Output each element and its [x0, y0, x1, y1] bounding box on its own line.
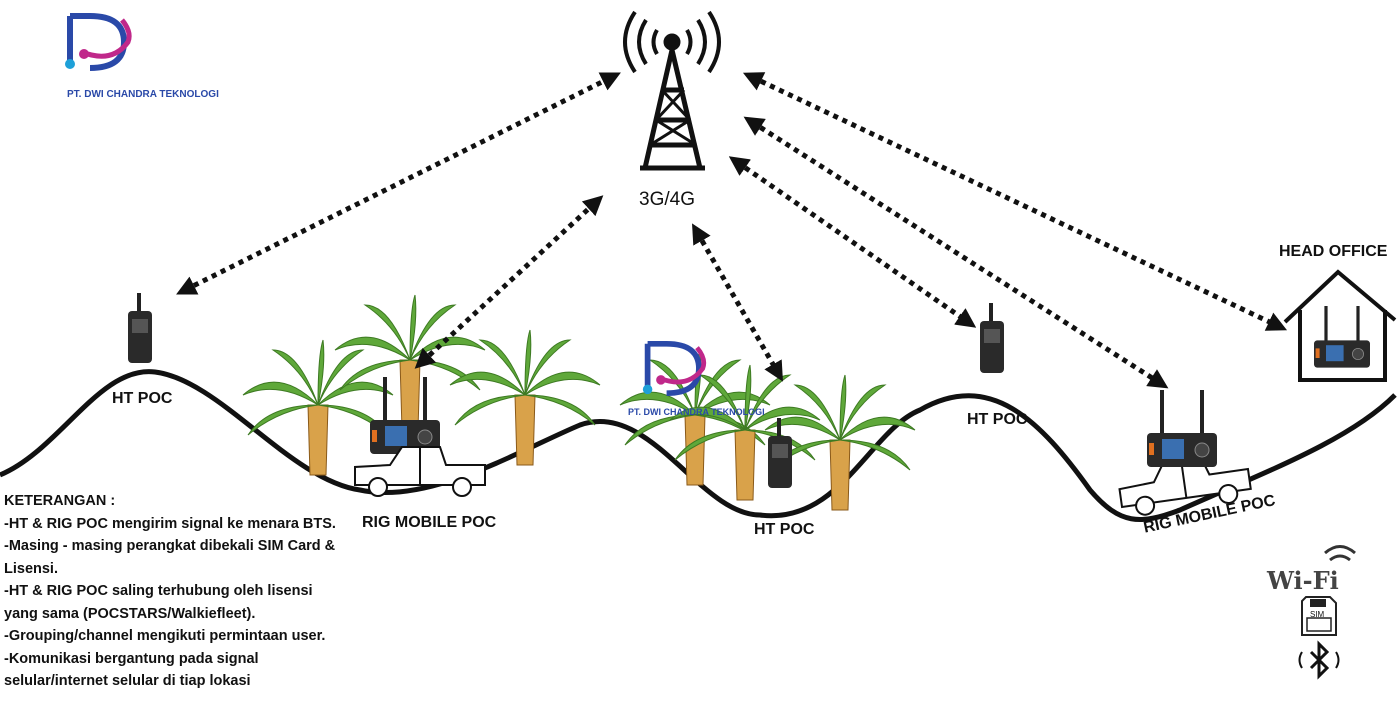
- palm-tree: [334, 294, 486, 431]
- cell-tower-icon: [623, 10, 721, 171]
- node-label-ht-poc: HT POC: [112, 390, 173, 407]
- legend-line: -HT & RIG POC mengirim signal ke menara …: [4, 515, 336, 532]
- legend-title: KETERANGAN :: [4, 493, 116, 509]
- legend: KETERANGAN : -HT & RIG POC mengirim sign…: [4, 490, 336, 693]
- terrain-line: [0, 369, 1397, 522]
- signal-link: [743, 116, 1169, 389]
- palm-tree: [449, 329, 601, 466]
- legend-line: -Komunikasi bergantung pada signal: [4, 650, 259, 667]
- sim-label: SIM: [1310, 610, 1325, 619]
- node-label-ht-poc: HT POC: [754, 521, 815, 538]
- wifi-label: Wi-Fi: [1267, 566, 1339, 595]
- signal-link: [692, 223, 783, 382]
- sim-card-icon: [1301, 596, 1337, 636]
- company-logo: [642, 340, 707, 397]
- legend-line: -Grouping/channel mengikuti permintaan u…: [4, 628, 326, 644]
- head-office-icon: [1283, 269, 1397, 382]
- tower-label: 3G/4G: [639, 189, 695, 210]
- wifi-icon: [1324, 545, 1356, 562]
- ht-radio-icon: [980, 303, 1004, 373]
- signal-link: [176, 72, 621, 295]
- ht-radio-icon: [128, 293, 152, 363]
- node-label-ht-poc: HT POC: [967, 411, 1028, 428]
- legend-line: yang sama (POCSTARS/Walkiefleet).: [4, 605, 256, 622]
- company-logo: [65, 13, 132, 71]
- ht-radio-icon: [768, 418, 792, 488]
- node-label-head-office: HEAD OFFICE: [1279, 243, 1388, 260]
- legend-line: -HT & RIG POC saling terhubung oleh lise…: [4, 583, 313, 599]
- signal-link: [742, 72, 1288, 331]
- company-name-watermark: PT. DWI CHANDRA TEKNOLOGI: [628, 407, 765, 417]
- legend-line: -Masing - masing perangkat dibekali SIM …: [4, 538, 336, 554]
- palm-tree: [242, 339, 394, 476]
- rig-mobile-icon: [1146, 389, 1218, 468]
- company-name: PT. DWI CHANDRA TEKNOLOGI: [67, 89, 219, 100]
- signal-link: [728, 156, 977, 328]
- legend-line: Lisensi.: [4, 560, 58, 577]
- legend-line: selular/internet selular di tiap lokasi: [4, 673, 251, 689]
- node-label-rig-mobile: RIG MOBILE POC: [362, 514, 497, 531]
- rig-base-icon: [1313, 305, 1371, 369]
- bluetooth-icon: [1298, 640, 1340, 680]
